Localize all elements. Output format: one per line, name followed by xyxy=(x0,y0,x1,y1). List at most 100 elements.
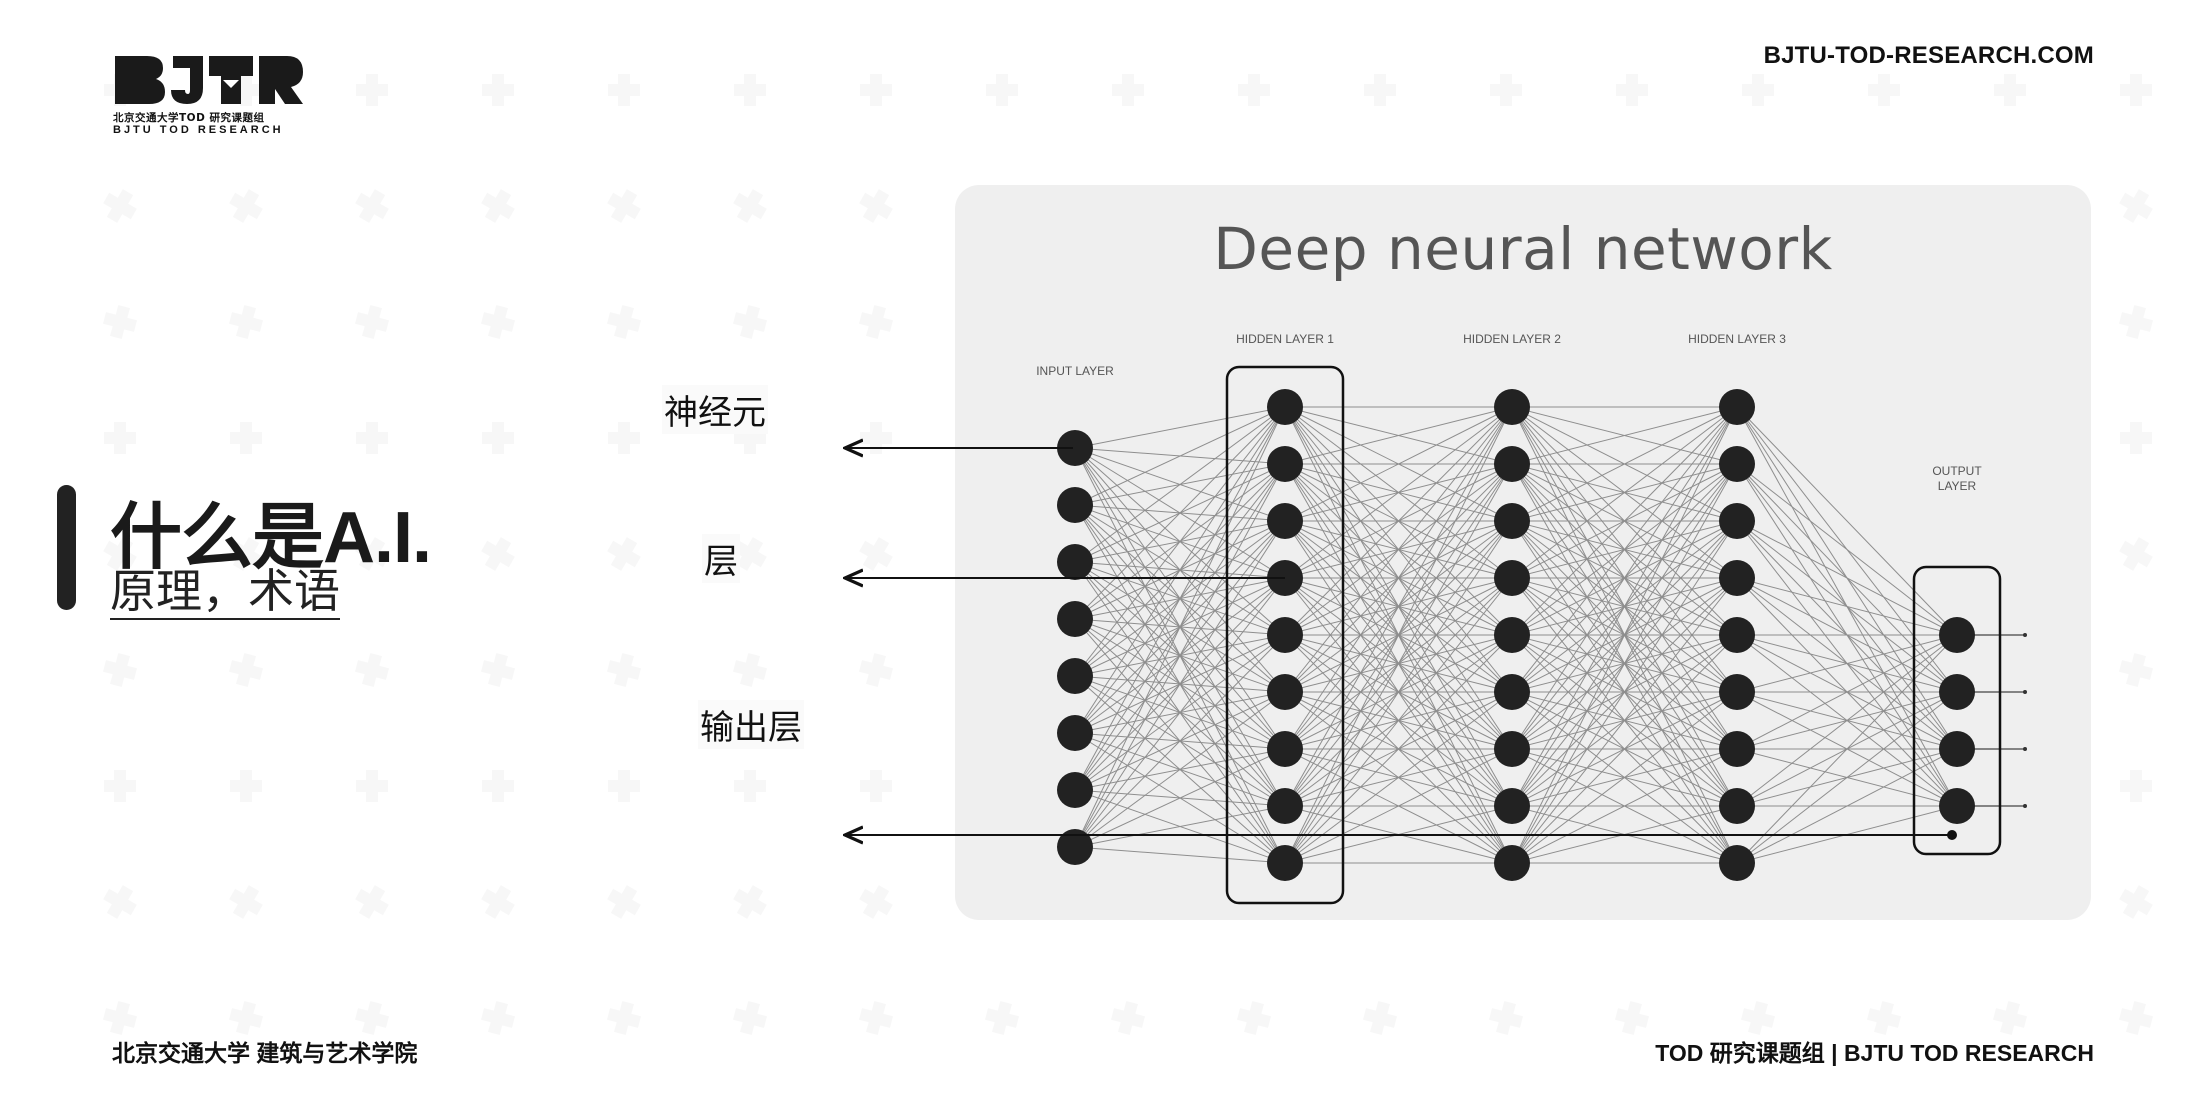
background-cross-icon xyxy=(859,537,893,571)
background-cross-icon xyxy=(608,422,640,454)
connection-line xyxy=(1736,634,1958,864)
connection-line xyxy=(1284,577,1513,864)
background-cross-icon xyxy=(1616,74,1648,106)
connection-line xyxy=(1736,463,1958,636)
connection-line xyxy=(1074,748,1286,848)
connection-line xyxy=(1284,634,1513,864)
neuron-node xyxy=(1719,503,1755,539)
connection-line xyxy=(1736,634,1958,807)
layer-label: HIDDEN LAYER 2 xyxy=(1463,332,1561,346)
neuron-node xyxy=(1267,731,1303,767)
neuron-node xyxy=(1494,446,1530,482)
background-cross-icon xyxy=(859,189,893,223)
logo-english-text: BJTU TOD RESEARCH xyxy=(113,124,284,136)
background-cross-icon xyxy=(2119,189,2153,223)
connection-line xyxy=(1511,406,1738,522)
background-cross-icon xyxy=(355,885,389,919)
neuron-node xyxy=(1267,617,1303,653)
background-cross-icon xyxy=(229,189,263,223)
background-cross-icon xyxy=(1362,1000,1398,1036)
connection-line xyxy=(1511,748,1738,864)
background-cross-icon xyxy=(356,770,388,802)
background-cross-icon xyxy=(1490,74,1522,106)
background-cross-icon xyxy=(2119,537,2153,571)
neuron-node xyxy=(1057,430,1093,466)
background-cross-icon xyxy=(606,652,642,688)
background-cross-icon xyxy=(858,304,894,340)
background-cross-icon xyxy=(984,1000,1020,1036)
background-cross-icon xyxy=(1740,1000,1776,1036)
logo: 北京交通大学TOD 研究课题组 BJTU TOD RESEARCH xyxy=(113,54,303,140)
connection-line xyxy=(1736,691,1958,864)
output-stub-dot xyxy=(2023,633,2027,637)
neuron-node xyxy=(1494,788,1530,824)
neuron-node xyxy=(1719,617,1755,653)
site-url[interactable]: BJTU-TOD-RESEARCH.COM xyxy=(1763,42,2094,69)
output-stub-dot xyxy=(2023,690,2027,694)
neuron-node xyxy=(1267,446,1303,482)
neuron-node xyxy=(1057,487,1093,523)
neuron-node xyxy=(1494,389,1530,425)
connection-line xyxy=(1511,634,1738,864)
neuron-node xyxy=(1057,658,1093,694)
background-cross-icon xyxy=(482,770,514,802)
neuron-node xyxy=(1719,788,1755,824)
neuron-node xyxy=(1057,772,1093,808)
background-cross-icon xyxy=(103,885,137,919)
background-cross-icon xyxy=(356,422,388,454)
connection-line xyxy=(1074,520,1286,848)
background-cross-icon xyxy=(608,74,640,106)
connection-line xyxy=(1074,805,1286,848)
background-cross-icon xyxy=(606,304,642,340)
annotation-neuron-label: 神经元 xyxy=(662,385,768,434)
connection-line xyxy=(1736,634,1958,693)
logo-wordmark-icon xyxy=(115,56,303,104)
background-cross-icon xyxy=(607,189,641,223)
connection-line xyxy=(1511,406,1738,864)
connection-line xyxy=(1511,406,1738,807)
background-cross-icon xyxy=(606,1000,642,1036)
connection-line xyxy=(1511,577,1738,864)
connection-line xyxy=(1284,748,1513,864)
background-cross-icon xyxy=(354,1000,390,1036)
connection-line xyxy=(1511,406,1738,465)
background-cross-icon xyxy=(354,652,390,688)
background-cross-icon xyxy=(1364,74,1396,106)
background-cross-icon xyxy=(2118,1000,2154,1036)
connection-line xyxy=(1284,406,1513,579)
connection-line xyxy=(1736,748,1958,864)
neuron-node xyxy=(1494,560,1530,596)
background-cross-icon xyxy=(860,422,892,454)
background-cross-icon xyxy=(481,537,515,571)
background-cross-icon xyxy=(1236,1000,1272,1036)
background-cross-icon xyxy=(733,885,767,919)
background-cross-icon xyxy=(1992,1000,2028,1036)
background-cross-icon xyxy=(732,652,768,688)
background-cross-icon xyxy=(229,537,263,571)
connection-lines xyxy=(1074,406,1958,864)
connection-line xyxy=(1074,463,1286,848)
neuron-node xyxy=(1939,788,1975,824)
background-cross-icon xyxy=(2118,304,2154,340)
background-cross-icon xyxy=(228,1000,264,1036)
neuron-node xyxy=(1939,617,1975,653)
background-cross-icon xyxy=(103,189,137,223)
background-cross-icon xyxy=(102,1000,138,1036)
page-subtitle: 原理，术语 xyxy=(110,566,340,620)
figure-title: Deep neural network xyxy=(1213,215,1833,283)
background-cross-icon xyxy=(1488,1000,1524,1036)
background-cross-icon xyxy=(228,304,264,340)
connection-line xyxy=(1511,463,1738,864)
background-cross-icon xyxy=(104,770,136,802)
neuron-node xyxy=(1939,731,1975,767)
background-cross-icon xyxy=(102,652,138,688)
background-cross-icon xyxy=(480,1000,516,1036)
output-stub-dot xyxy=(2023,747,2027,751)
background-cross-icon xyxy=(480,652,516,688)
connection-line xyxy=(1284,406,1513,465)
layer-label: INPUT LAYER xyxy=(1036,364,1114,378)
connection-line xyxy=(1074,406,1286,620)
title-accent-bar xyxy=(57,485,76,610)
